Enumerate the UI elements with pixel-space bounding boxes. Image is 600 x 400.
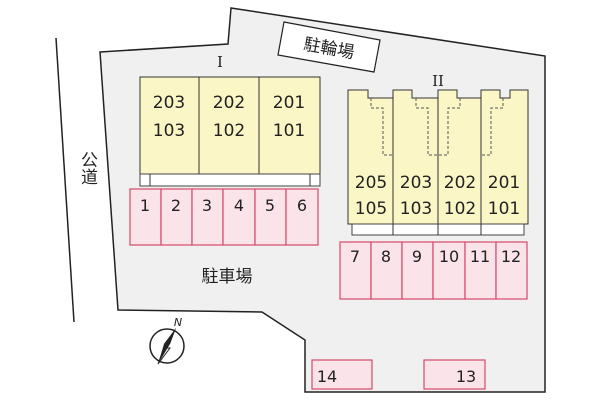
building-2-unit-lower: 102 xyxy=(444,199,476,219)
parking-space xyxy=(432,241,466,300)
building-1-unit-upper: 203 xyxy=(153,93,185,113)
building-2-unit-upper: 205 xyxy=(355,173,387,193)
bicycle-parking: 駐輪場 xyxy=(277,21,381,73)
parking-space-number: 2 xyxy=(171,196,181,215)
parking-space xyxy=(339,241,372,300)
parking-space-number: 9 xyxy=(412,247,422,266)
building-2-unit-lower: 103 xyxy=(400,199,432,219)
parking-space-number: 14 xyxy=(317,367,337,386)
building-2-unit-upper: 202 xyxy=(444,173,476,193)
parking-space-number: 3 xyxy=(202,196,212,215)
parking-space xyxy=(254,188,287,246)
public-road-line xyxy=(55,37,75,323)
building-1-unit-lower: 101 xyxy=(273,121,305,141)
parking-space xyxy=(160,188,193,246)
compass-label: N xyxy=(174,316,182,329)
parking-space xyxy=(401,241,434,300)
parking-space-number: 11 xyxy=(470,247,490,266)
building-2-name: II xyxy=(432,72,444,90)
building-1-name: I xyxy=(217,53,223,71)
building-1-unit-upper: 201 xyxy=(273,93,305,113)
parking-space-number: 13 xyxy=(456,367,476,386)
building-2-unit-upper: 201 xyxy=(488,173,520,193)
parking-space-number: 12 xyxy=(501,247,521,266)
building-2-unit-lower: 105 xyxy=(355,199,387,219)
parking-space xyxy=(370,241,403,300)
svg-text:公道: 公道 xyxy=(77,151,98,185)
compass-icon: N xyxy=(149,316,185,365)
parking-space-number: 5 xyxy=(265,196,275,215)
parking-space xyxy=(191,188,224,246)
parking-space-number: 1 xyxy=(140,196,150,215)
parking-space xyxy=(222,188,256,246)
building-1-unit-lower: 103 xyxy=(153,121,185,141)
building-1-unit-lower: 102 xyxy=(213,121,245,141)
parking-space-number: 4 xyxy=(234,196,244,215)
parking-space-number: 7 xyxy=(350,247,360,266)
parking-row-b: 7 8 9 10 11 12 xyxy=(339,241,528,300)
public-road-label: 公道 xyxy=(77,151,98,185)
parking-space-number: 10 xyxy=(439,247,459,266)
parking-space-number: 6 xyxy=(297,196,307,215)
building-2: II 205 105 203 103 202 102 201 101 xyxy=(347,72,529,236)
parking-space-13 xyxy=(423,359,486,390)
parking-space-14 xyxy=(311,359,373,390)
building-1: I 203 103 202 102 201 101 xyxy=(139,53,321,187)
parking-space-number: 8 xyxy=(381,247,391,266)
parking-space xyxy=(495,241,528,300)
building-2-unit-upper: 203 xyxy=(400,173,432,193)
parking-row-a: 1 2 3 4 5 6 xyxy=(129,188,319,246)
parking-label: 駐車場 xyxy=(202,267,253,287)
parking-space xyxy=(285,188,319,246)
building-2-unit-lower: 101 xyxy=(488,199,520,219)
building-1-unit-upper: 202 xyxy=(213,93,245,113)
